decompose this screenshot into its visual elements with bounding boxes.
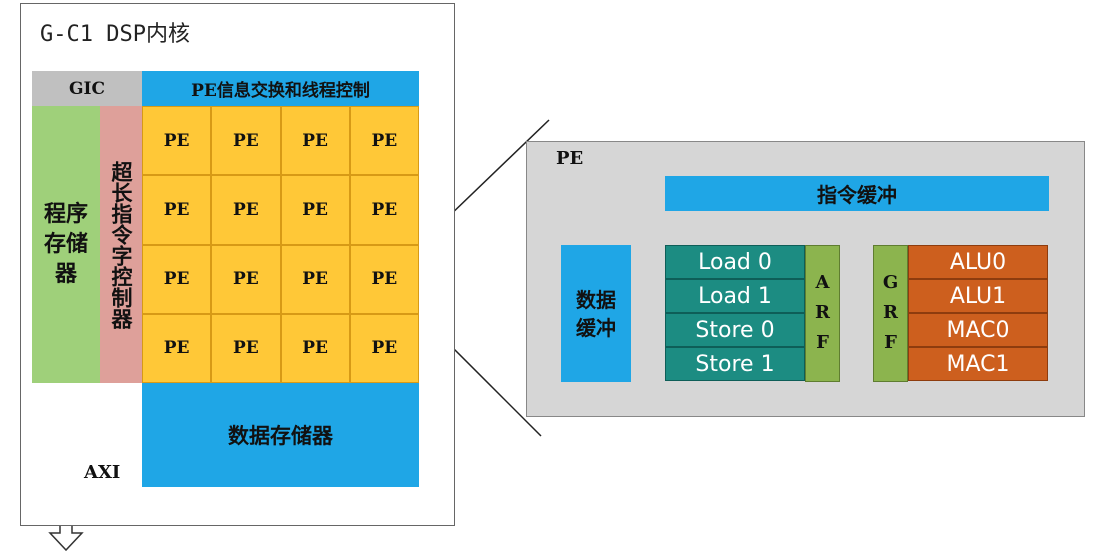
data-buffer-label: 数据缓冲	[576, 287, 616, 340]
pe-cell: PE	[211, 313, 281, 383]
data-memory-label: 数据存储器	[228, 424, 333, 448]
instruction-buffer-block: 指令缓冲	[665, 176, 1049, 211]
arf-letter: A	[815, 272, 830, 293]
pe-cell: PE	[211, 244, 281, 314]
pe-cell: PE	[211, 175, 281, 245]
mac1-unit: MAC1	[908, 347, 1048, 381]
pe-cell: PE	[211, 106, 281, 176]
vliw-controller-label: 超长指令字控制器	[109, 160, 133, 329]
pe-cell: PE	[142, 244, 212, 314]
load-1-unit: Load 1	[665, 279, 805, 313]
pe-array: PE PE PE PE PE PE PE PE PE PE PE PE PE P…	[142, 106, 419, 383]
pe-cell: PE	[280, 175, 350, 245]
pe-cell: PE	[349, 106, 419, 176]
instruction-buffer-label: 指令缓冲	[817, 183, 897, 207]
gic-block: GIC	[32, 71, 142, 106]
pe-info-exchange-block: PE信息交换和线程控制	[142, 71, 419, 106]
grf-letter: R	[883, 302, 898, 323]
pe-cell: PE	[280, 244, 350, 314]
mac0-unit: MAC0	[908, 313, 1048, 347]
gic-label: GIC	[68, 78, 105, 99]
load-0-unit: Load 0	[665, 245, 805, 279]
alu1-unit: ALU1	[908, 279, 1048, 313]
grf-letter: F	[884, 332, 897, 353]
pe-cell: PE	[142, 106, 212, 176]
pe-cell: PE	[142, 313, 212, 383]
pe-cell: PE	[142, 175, 212, 245]
alu0-unit: ALU0	[908, 245, 1048, 279]
store-0-unit: Store 0	[665, 313, 805, 347]
pe-cell: PE	[349, 313, 419, 383]
data-buffer-block: 数据缓冲	[561, 245, 631, 382]
pe-cell: PE	[349, 244, 419, 314]
program-memory-label: 程序存储器	[43, 201, 88, 287]
axi-label: AXI	[84, 462, 121, 483]
arf-letter: F	[816, 332, 829, 353]
store-1-unit: Store 1	[665, 347, 805, 381]
vliw-controller-block: 超长指令字控制器	[100, 106, 142, 383]
grf-register-file: G R F	[873, 245, 908, 382]
arf-letter: R	[815, 302, 830, 323]
pe-cell: PE	[349, 175, 419, 245]
pe-cell: PE	[280, 313, 350, 383]
arf-register-file: A R F	[805, 245, 840, 382]
pe-detail-title: PE	[556, 148, 584, 169]
pe-cell: PE	[280, 106, 350, 176]
pe-info-label: PE信息交换和线程控制	[191, 81, 370, 101]
core-title: G-C1 DSP内核	[40, 22, 190, 47]
program-memory-block: 程序存储器	[32, 106, 100, 383]
grf-letter: G	[882, 272, 899, 293]
data-memory-block: 数据存储器	[142, 383, 419, 487]
